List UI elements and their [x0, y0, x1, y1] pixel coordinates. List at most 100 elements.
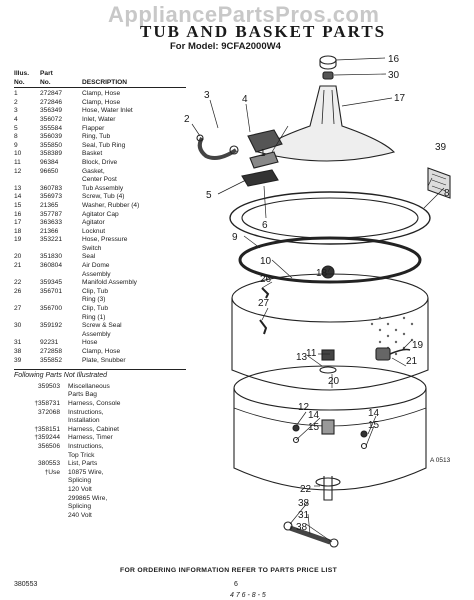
description-cell: Clamp, Hose	[82, 348, 121, 355]
part-no-cell: 372068	[37, 408, 60, 416]
callout-30: 30	[388, 70, 400, 81]
description-cell: Hose	[82, 339, 98, 347]
description-cell: Instructions, Installation	[68, 408, 104, 425]
description-cell: Ring, Tub	[82, 133, 111, 141]
description-cell: List, Parts	[68, 460, 98, 468]
illus-no-cell: 11	[14, 158, 21, 166]
rubber-washer-part-2	[360, 442, 368, 450]
part-no-cell: 272847	[40, 90, 63, 98]
part-no-cell: 359345	[40, 279, 63, 287]
description-cell: Hose, Pressure Switch	[82, 236, 128, 252]
description-cell: Inlet, Water	[82, 115, 116, 123]
center-post-gasket-part	[319, 366, 337, 374]
part-no-cell: 363633	[40, 219, 63, 227]
illus-no-cell: 22	[14, 279, 22, 287]
tub-ring-part	[229, 191, 431, 245]
hose-clamp-part-2	[196, 134, 204, 142]
part-no-cell: †358731	[34, 399, 60, 407]
description-cell: Basket	[82, 150, 103, 158]
pressure-switch-hose-part	[389, 348, 411, 355]
part-no-cell: 92231	[40, 339, 59, 347]
callout-14-right: 14	[368, 408, 380, 419]
part-no-cell: 359192	[40, 322, 63, 330]
part-no-cell: 360783	[40, 184, 63, 192]
callout-14-left: 14	[308, 410, 320, 421]
description-cell: Screw & Seal Assembly	[82, 322, 122, 338]
illus-no-cell: 16	[14, 210, 22, 218]
callout-13: 13	[296, 352, 308, 363]
drive-block-part	[321, 349, 335, 361]
description-cell: Seal, Tub Ring	[82, 141, 126, 149]
part-no-cell: 96650	[40, 167, 59, 175]
list-item: 359503 Miscellaneous Parts Bag	[14, 383, 186, 400]
illus-no-cell: 9	[14, 141, 18, 149]
callout-3: 3	[204, 90, 210, 101]
table-row: 9 355850 Seal, Tub Ring	[14, 142, 186, 151]
tub-screw-part-2	[360, 430, 368, 438]
callout-2: 2	[184, 114, 190, 125]
part-no-cell: 21366	[40, 227, 59, 235]
illus-no-cell: 12	[14, 167, 22, 175]
water-inlet-part	[247, 129, 283, 153]
part-no-cell: 359503	[37, 382, 60, 390]
description-cell: Miscellaneous Parts Bag	[68, 382, 110, 399]
footer-date: 4 7 6 - 8 - 5	[230, 592, 266, 599]
description-cell: Air Dome Assembly	[82, 262, 111, 278]
ordering-note: FOR ORDERING INFORMATION REFER TO PARTS …	[120, 567, 338, 574]
table-header-row-1: Illus. Part	[14, 70, 186, 79]
illus-no-cell: 3	[14, 107, 18, 115]
manifold-assembly-part	[315, 477, 341, 487]
callout-20: 20	[328, 376, 340, 387]
callout-38-bottom: 38	[296, 522, 308, 533]
part-no-cell: 380553	[37, 460, 60, 468]
illus-no-cell: 20	[14, 253, 22, 261]
callout-31: 31	[298, 510, 310, 521]
illus-no-cell: 4	[14, 115, 18, 123]
illus-no-cell: 10	[14, 150, 22, 158]
page-number: 6	[234, 581, 238, 588]
callout-5: 5	[206, 190, 212, 201]
list-item: 372068 Instructions, Installation	[14, 409, 186, 426]
part-no-cell: †359244	[34, 434, 60, 442]
callout-16: 16	[388, 54, 400, 65]
part-no-cell: 357787	[40, 210, 63, 218]
hose-part	[289, 525, 331, 545]
callout-39: 39	[435, 142, 447, 153]
illus-no-cell: 14	[14, 193, 22, 201]
callout-19: 19	[412, 340, 424, 351]
header-illus: Illus.	[14, 70, 30, 77]
illus-no-cell: 39	[14, 356, 22, 364]
description-cell: Harness, Cabinet	[68, 425, 119, 433]
callout-15-right: 15	[368, 420, 380, 431]
part-no-cell: 355850	[40, 141, 63, 149]
description-cell: Locknut	[82, 227, 106, 235]
illus-no-cell: 26	[14, 287, 22, 295]
tub-ring-clip-part-2	[259, 319, 268, 335]
callout-10: 10	[260, 256, 272, 267]
callout-17: 17	[394, 93, 406, 104]
hose-clamp-38-part	[283, 521, 293, 531]
part-no-cell: 356072	[40, 115, 63, 123]
illus-no-cell: 2	[14, 98, 18, 106]
description-cell: Block, Drive	[82, 158, 118, 166]
table-header-row-2: No. No. DESCRIPTION	[14, 79, 186, 89]
header-part-no: No.	[40, 78, 51, 86]
callout-26: 26	[260, 274, 272, 285]
callout-12: 12	[298, 402, 310, 413]
